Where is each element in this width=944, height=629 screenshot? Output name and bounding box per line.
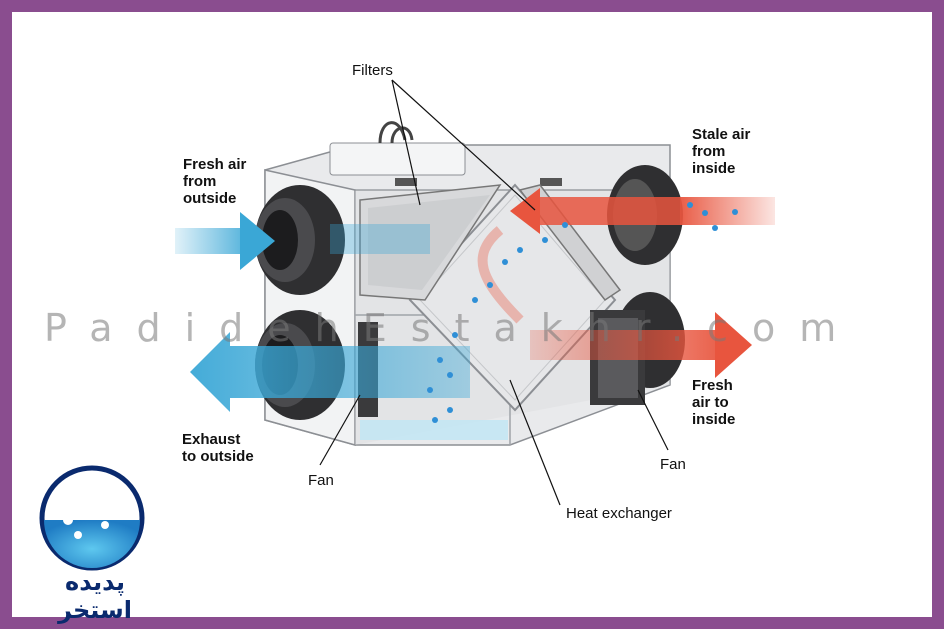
label-fresh-air-from-outside: Fresh air from outside <box>183 156 247 207</box>
label-fresh-air-to-inside: Fresh air to inside <box>692 377 736 428</box>
water-drop-logo-icon <box>39 465 145 571</box>
duct-fresh-inlet <box>255 185 345 295</box>
condensation-droplets <box>427 202 738 423</box>
label-filters: Filters <box>352 62 393 79</box>
label-exhaust-to-outside: Exhaust to outside <box>182 431 254 465</box>
label-stale-air-from-inside: Stale air from inside <box>692 126 751 177</box>
label-heat-exchanger: Heat exchanger <box>566 505 672 522</box>
arrow-stale-in <box>510 188 775 234</box>
arrow-fresh-in <box>175 212 430 270</box>
arrow-fresh-to-inside <box>530 312 752 378</box>
leader-lines <box>319 79 669 506</box>
logo-text: پدیده استخر <box>58 568 132 624</box>
arrow-exhaust-out <box>190 332 470 412</box>
label-fan-right: Fan <box>660 456 686 473</box>
watermark: PadidehEstakhr.com <box>44 306 861 350</box>
arrow-crossflow <box>477 226 524 324</box>
filter-left <box>359 184 502 301</box>
label-fan-left: Fan <box>308 472 334 489</box>
